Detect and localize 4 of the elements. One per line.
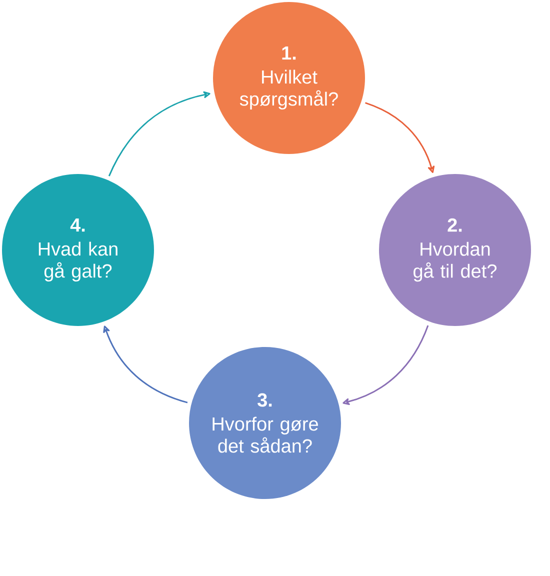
arrow bbox=[342, 325, 429, 405]
arrow bbox=[365, 102, 435, 173]
arrow bbox=[108, 91, 210, 176]
arrow bbox=[103, 326, 188, 404]
